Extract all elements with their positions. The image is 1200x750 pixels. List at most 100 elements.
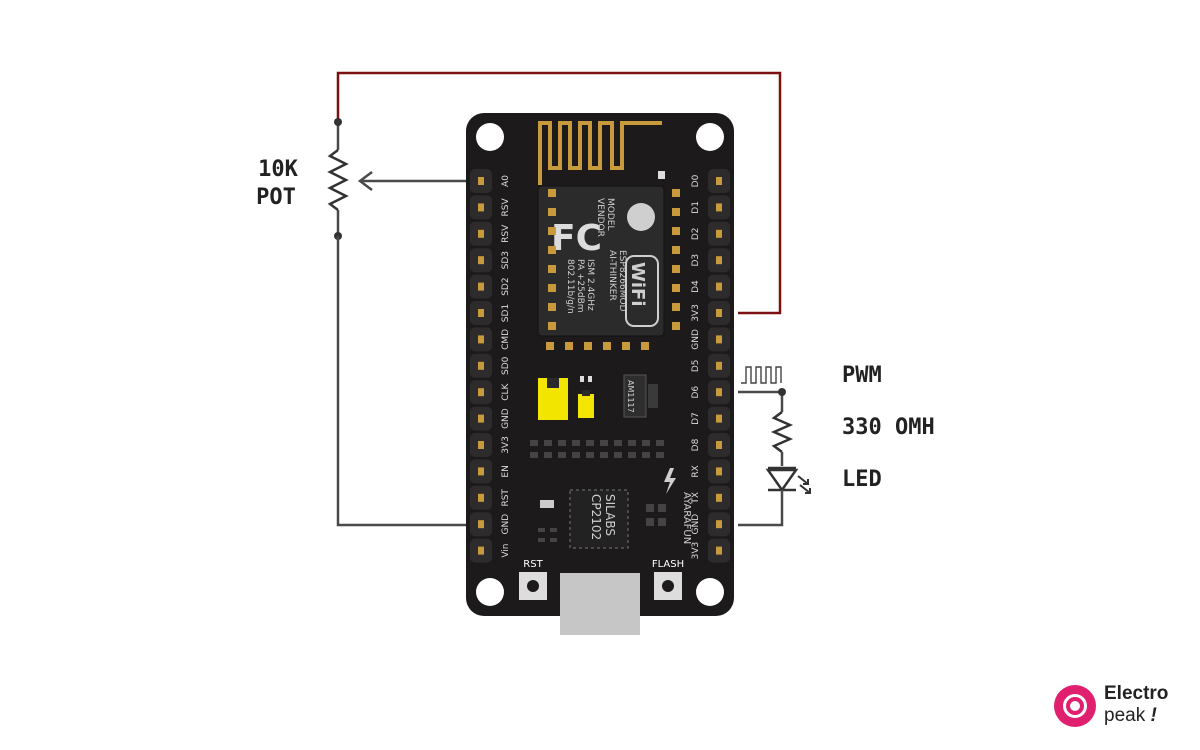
left-pin (478, 441, 484, 449)
left-pin-label: RSV (501, 197, 511, 216)
antenna-trace (538, 121, 662, 185)
left-pin (478, 203, 484, 212)
right-pin (716, 361, 722, 370)
right-pin (716, 203, 722, 212)
right-pin (716, 335, 722, 344)
left-pin-label: A0 (501, 175, 511, 187)
right-pin-label: D3 (691, 254, 701, 267)
led-label: LED (842, 467, 882, 492)
electropeak-logo: Electro peak ! (1054, 683, 1184, 733)
left-pin (478, 520, 484, 529)
resistor-label: 330 OMH (842, 415, 935, 440)
rst-label: RST (523, 559, 543, 570)
right-pin-label: RX (691, 465, 701, 477)
right-pin-label: D1 (691, 201, 701, 214)
led-symbol (765, 466, 811, 494)
left-pin-label: SD3 (501, 251, 511, 269)
module-value-0: ESP8266MOD (617, 250, 627, 312)
module-text-4: 802.11b/g/n (565, 259, 575, 314)
left-pin-label: SD2 (501, 277, 511, 295)
usb-bridge-chip (569, 489, 629, 549)
left-pin (478, 177, 484, 185)
right-pin-label: D7 (691, 412, 701, 425)
pot-name-label: POT (256, 185, 296, 210)
left-pin-label: CLK (501, 383, 511, 401)
module-pads (546, 189, 680, 350)
module-text-1: VENDOR (595, 198, 605, 237)
regulator-label: AM1117 (626, 380, 635, 413)
left-pin-label: Vin (501, 544, 511, 558)
right-pin (716, 441, 722, 449)
left-pin (478, 388, 484, 397)
smd-components (530, 440, 666, 542)
module-value-1: AI-THINKER (607, 250, 617, 301)
module-text-0: MODEL (605, 198, 615, 230)
resistor-symbol (770, 411, 794, 453)
left-pin-header (470, 169, 492, 563)
right-pin (716, 309, 722, 317)
left-pin (478, 335, 484, 344)
right-pin-header (708, 169, 730, 563)
right-pin (716, 229, 722, 238)
left-pin-label: RST (501, 489, 511, 507)
fcc-mark: FC (551, 218, 602, 259)
right-pin-label: GND (691, 514, 701, 535)
right-pin-label: 3V3 (691, 542, 701, 560)
right-pin-label: D2 (691, 227, 701, 240)
potentiometer-symbol (327, 149, 349, 211)
ground-wire-left (336, 236, 466, 527)
usb-connector (560, 573, 640, 635)
right-pin-label: D0 (691, 174, 701, 187)
vendor-logo-icon (627, 203, 655, 231)
right-pin-label: D5 (691, 359, 701, 372)
left-pin (478, 361, 484, 370)
left-pin (478, 256, 484, 265)
right-pin (716, 546, 722, 555)
logo-line-1: Electro (1104, 683, 1169, 704)
module-text-3: PA +25dBm (575, 259, 585, 313)
right-pin (716, 282, 722, 291)
right-pin (716, 177, 722, 185)
left-pin-label: GND (501, 514, 511, 535)
right-pin (716, 256, 722, 265)
left-pin-labels: A0RSVRSVSD3SD2SD1CMDSD0CLKGND3V3ENRSTGND… (501, 175, 511, 558)
right-pin-label: D8 (691, 438, 701, 451)
left-pin-label: EN (501, 465, 511, 477)
left-pin (478, 229, 484, 238)
left-pin-label: RSV (501, 224, 511, 243)
pot-value-label: 10K (258, 157, 298, 182)
left-pin (478, 467, 484, 476)
right-pin (716, 388, 722, 397)
left-pin-label: SD1 (501, 304, 511, 322)
nodemcu-board: FC MODEL VENDOR ISM 2.4GHz PA +25dBm 802… (466, 113, 734, 635)
lightning-icon (664, 468, 676, 494)
right-pin (716, 467, 722, 476)
capacitor-small (578, 394, 594, 418)
left-pin (478, 546, 484, 555)
left-pin-label: SD0 (501, 356, 511, 375)
right-pin-label: GND (691, 329, 701, 350)
right-pin (716, 414, 722, 423)
left-pin-label: CMD (501, 329, 511, 350)
electropeak-logo-icon (1054, 685, 1096, 727)
left-pin (478, 309, 484, 317)
right-pin-label: 3V3 (691, 304, 701, 322)
wifi-mark: WiFi (627, 262, 648, 307)
pwm-wire (738, 390, 784, 412)
right-pin (716, 520, 722, 529)
usb-chip-line-2: CP2102 (589, 494, 603, 540)
ground-wire-right (738, 490, 784, 527)
voltage-regulator (623, 374, 647, 418)
module-text-2: ISM 2.4GHz (585, 259, 595, 311)
wifi-badge (625, 255, 659, 327)
logo-mark: ! (1150, 705, 1157, 726)
left-pin (478, 282, 484, 291)
logo-line-2: peak (1104, 705, 1146, 726)
right-pin-label: D6 (691, 386, 701, 399)
power-wire (336, 71, 782, 315)
maker-label: AYARAFUN (681, 492, 692, 544)
right-pin-label: D4 (691, 280, 701, 293)
flash-label: FLASH (652, 559, 684, 570)
